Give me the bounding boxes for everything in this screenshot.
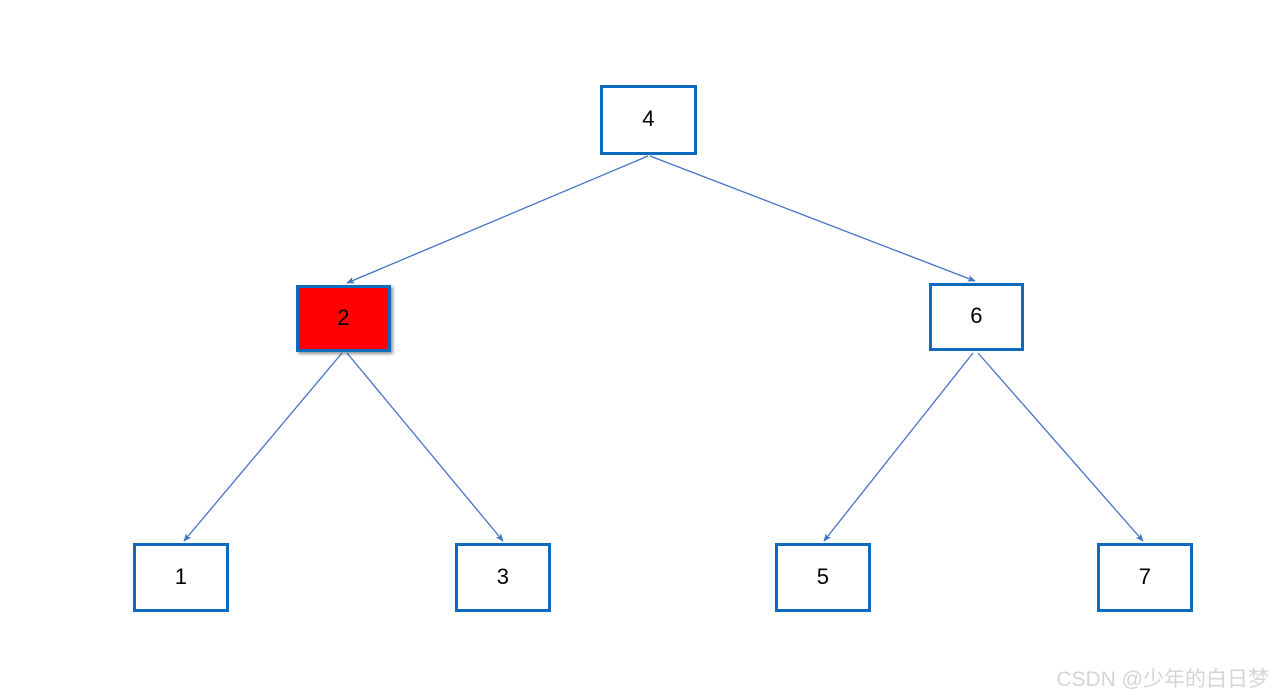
tree-node-3[interactable]: 3	[455, 543, 551, 612]
tree-edge-n2-to-n1	[183, 352, 343, 542]
tree-edge-n2-to-n3	[346, 352, 504, 542]
tree-node-label: 1	[174, 563, 188, 589]
tree-node-1[interactable]: 1	[133, 543, 229, 612]
tree-node-label: 7	[1138, 563, 1152, 589]
tree-node-2[interactable]: 2	[296, 285, 391, 352]
tree-node-label: 3	[496, 563, 510, 589]
tree-node-7[interactable]: 7	[1097, 543, 1193, 612]
tree-edge-n6-to-n5	[823, 352, 974, 542]
tree-node-4[interactable]: 4	[600, 85, 697, 155]
tree-node-label: 4	[642, 106, 655, 131]
tree-edge-n6-to-n7	[977, 352, 1144, 542]
tree-node-label: 5	[816, 563, 830, 589]
tree-node-6[interactable]: 6	[929, 283, 1024, 351]
tree-node-5[interactable]: 5	[775, 543, 871, 612]
tree-edge-n4-to-n2	[346, 155, 649, 284]
watermark-text: CSDN @少年的白日梦	[1056, 668, 1269, 691]
tree-node-label: 2	[337, 304, 350, 330]
tree-edge-n4-to-n6	[649, 155, 976, 282]
tree-node-label: 6	[970, 303, 983, 328]
